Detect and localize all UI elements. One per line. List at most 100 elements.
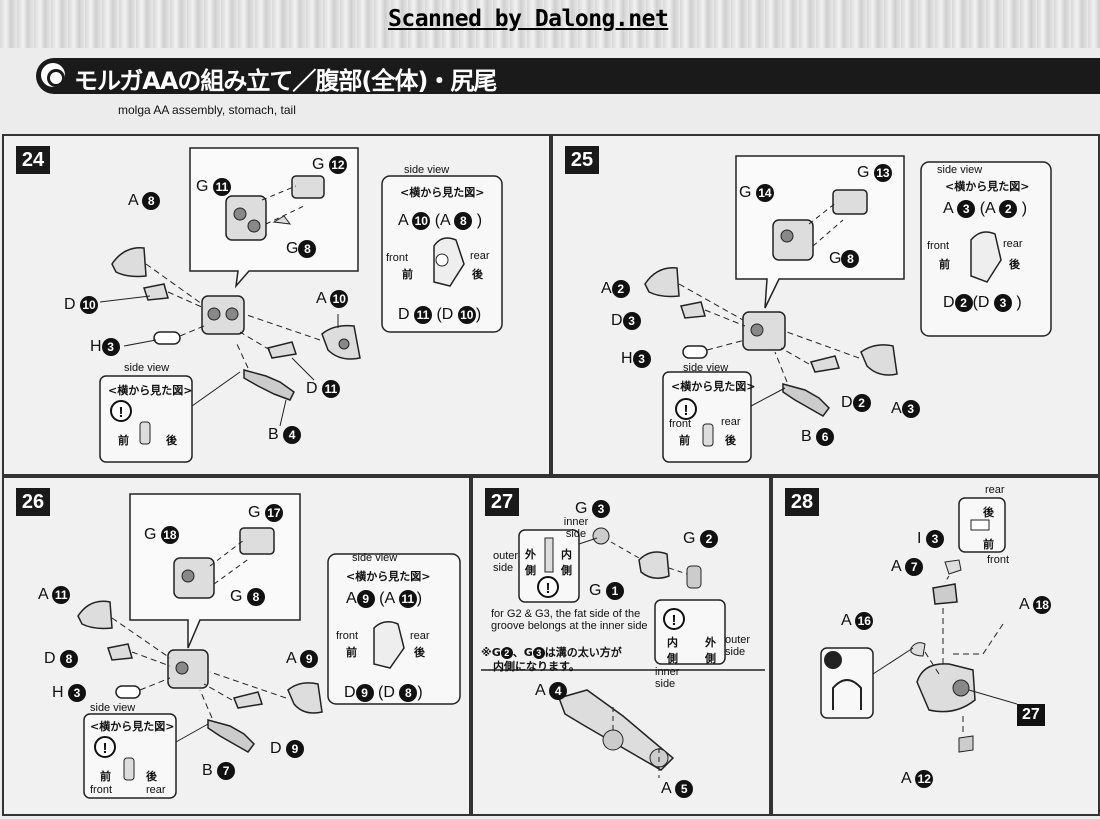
label-d11: D 11 <box>306 380 341 398</box>
label-b4: B 4 <box>268 426 302 444</box>
warning-icon: ! <box>110 400 132 422</box>
inner-side-top: inner side <box>563 516 589 540</box>
step-28-panel: 28 rear 後 前 front I 3 A 7 A 16 A 18 A 12… <box>771 476 1100 816</box>
label-g17: G 17 <box>248 504 283 522</box>
label-i3: I 3 <box>917 530 944 548</box>
step-27-diagram <box>481 527 765 778</box>
label-g3: G 3 <box>575 500 610 518</box>
side-view-jp: <横から見た図> <box>400 186 485 199</box>
step-number: 28 <box>785 488 819 516</box>
section-subtitle: molga AA assembly, stomach, tail <box>118 103 296 117</box>
label-g14: G 14 <box>739 184 774 202</box>
step-number: 27 <box>485 488 519 516</box>
step-number: 25 <box>565 146 599 174</box>
step-reference-badge: 27 <box>1017 704 1045 726</box>
side-view-note-jp: <横から見た図> <box>108 384 193 397</box>
section-bullet-icon <box>38 60 68 90</box>
scan-credit: Scanned by Dalong.net <box>388 6 669 32</box>
outer-side-left: outer side <box>493 550 519 574</box>
groove-note-jp-line2: 内側になります。 <box>493 660 580 673</box>
side-view-bottom-parts: D 11 (D 10) <box>398 306 482 324</box>
rear-jp-note: 後 <box>166 434 177 447</box>
rear-note: rear <box>146 784 166 796</box>
label-a7: A 7 <box>891 558 924 576</box>
step-24-diagram <box>99 147 503 463</box>
step-26-panel: 26 G 18 G 17 G 8 A 11 D 8 H 3 A 9 D 9 B … <box>2 476 471 816</box>
step-number: 26 <box>16 488 50 516</box>
step-26-diagram <box>77 493 461 799</box>
step-25-diagram <box>644 155 1052 463</box>
label-g13: G 13 <box>857 164 892 182</box>
side-view-note-box <box>99 375 193 463</box>
cap-part <box>291 175 325 199</box>
head-joint-part <box>225 195 267 241</box>
side-view-note-en: side view <box>90 702 136 714</box>
rear-jp: 後 <box>1009 258 1020 271</box>
label-a4: A 4 <box>535 682 568 700</box>
rear-jp: 後 <box>414 646 425 659</box>
front-jp-note: 前 <box>100 770 111 783</box>
side-view-note-en: side view <box>124 362 170 374</box>
label-a10: A 10 <box>316 290 349 308</box>
warning-icon: ! <box>537 576 559 598</box>
inner-side-bottom: inner side <box>655 666 680 690</box>
tail-part-b4 <box>243 369 295 401</box>
rear-label: rear <box>985 484 1005 496</box>
rear-label: rear <box>470 250 490 262</box>
front-jp: 前 <box>983 538 994 551</box>
side-view-jp: <横から見た図> <box>346 570 431 583</box>
rear-jp: 後 <box>983 506 994 519</box>
rear-note: rear <box>721 416 741 428</box>
side-view-top-parts: A 10 (A 8 ) <box>398 212 483 230</box>
side-view-note-jp: <横から見た図> <box>90 720 175 733</box>
front-note: front <box>669 418 692 430</box>
plate-part-d11 <box>266 341 297 359</box>
rear-jp-note: 後 <box>146 770 157 783</box>
label-g18: G 18 <box>144 526 179 544</box>
pin-part-h3 <box>153 331 181 345</box>
label-a16: A 16 <box>841 612 874 630</box>
outer-jp: 外側 <box>525 548 536 577</box>
plate-part-d10 <box>143 283 169 301</box>
label-a11: A 11 <box>38 586 71 604</box>
section-title: モルガAAの組み立て／腹部(全体)・尻尾 <box>74 67 497 95</box>
step-27-panel: 27 G 3 G 2 G 1 inner side outer side 外側 … <box>471 476 771 816</box>
label-g2: G 2 <box>683 530 718 548</box>
label-b6: B 6 <box>801 428 835 446</box>
inner-jp-right: 内側 <box>667 636 678 665</box>
step-number: 24 <box>16 146 50 174</box>
label-a18: A 18 <box>1019 596 1052 614</box>
label-d8: D 8 <box>44 650 79 668</box>
scan-banner <box>0 0 1100 48</box>
outer-side-right: outer side <box>725 634 751 658</box>
front-jp-note: 前 <box>118 434 129 447</box>
side-view-en: side view <box>352 552 398 564</box>
front-jp: 前 <box>346 646 357 659</box>
step-28-diagram <box>820 497 1018 753</box>
side-view-en: side view <box>404 164 450 176</box>
step-24-panel: 24 <box>2 134 551 476</box>
section-title-bar <box>36 58 1100 94</box>
front-jp: 前 <box>939 258 950 271</box>
label-a8: A 8 <box>128 192 161 210</box>
rear-label: rear <box>410 630 430 642</box>
side-view-top-parts: A 3 (A 2 ) <box>943 200 1028 218</box>
side-view-en: side view <box>937 164 983 176</box>
label-b7: B 7 <box>202 762 236 780</box>
label-a9: A 9 <box>286 650 319 668</box>
shell-part-a8 <box>111 247 147 278</box>
label-g11: G 11 <box>196 178 231 196</box>
front-label: front <box>987 554 1010 566</box>
label-a12: A 12 <box>901 770 934 788</box>
